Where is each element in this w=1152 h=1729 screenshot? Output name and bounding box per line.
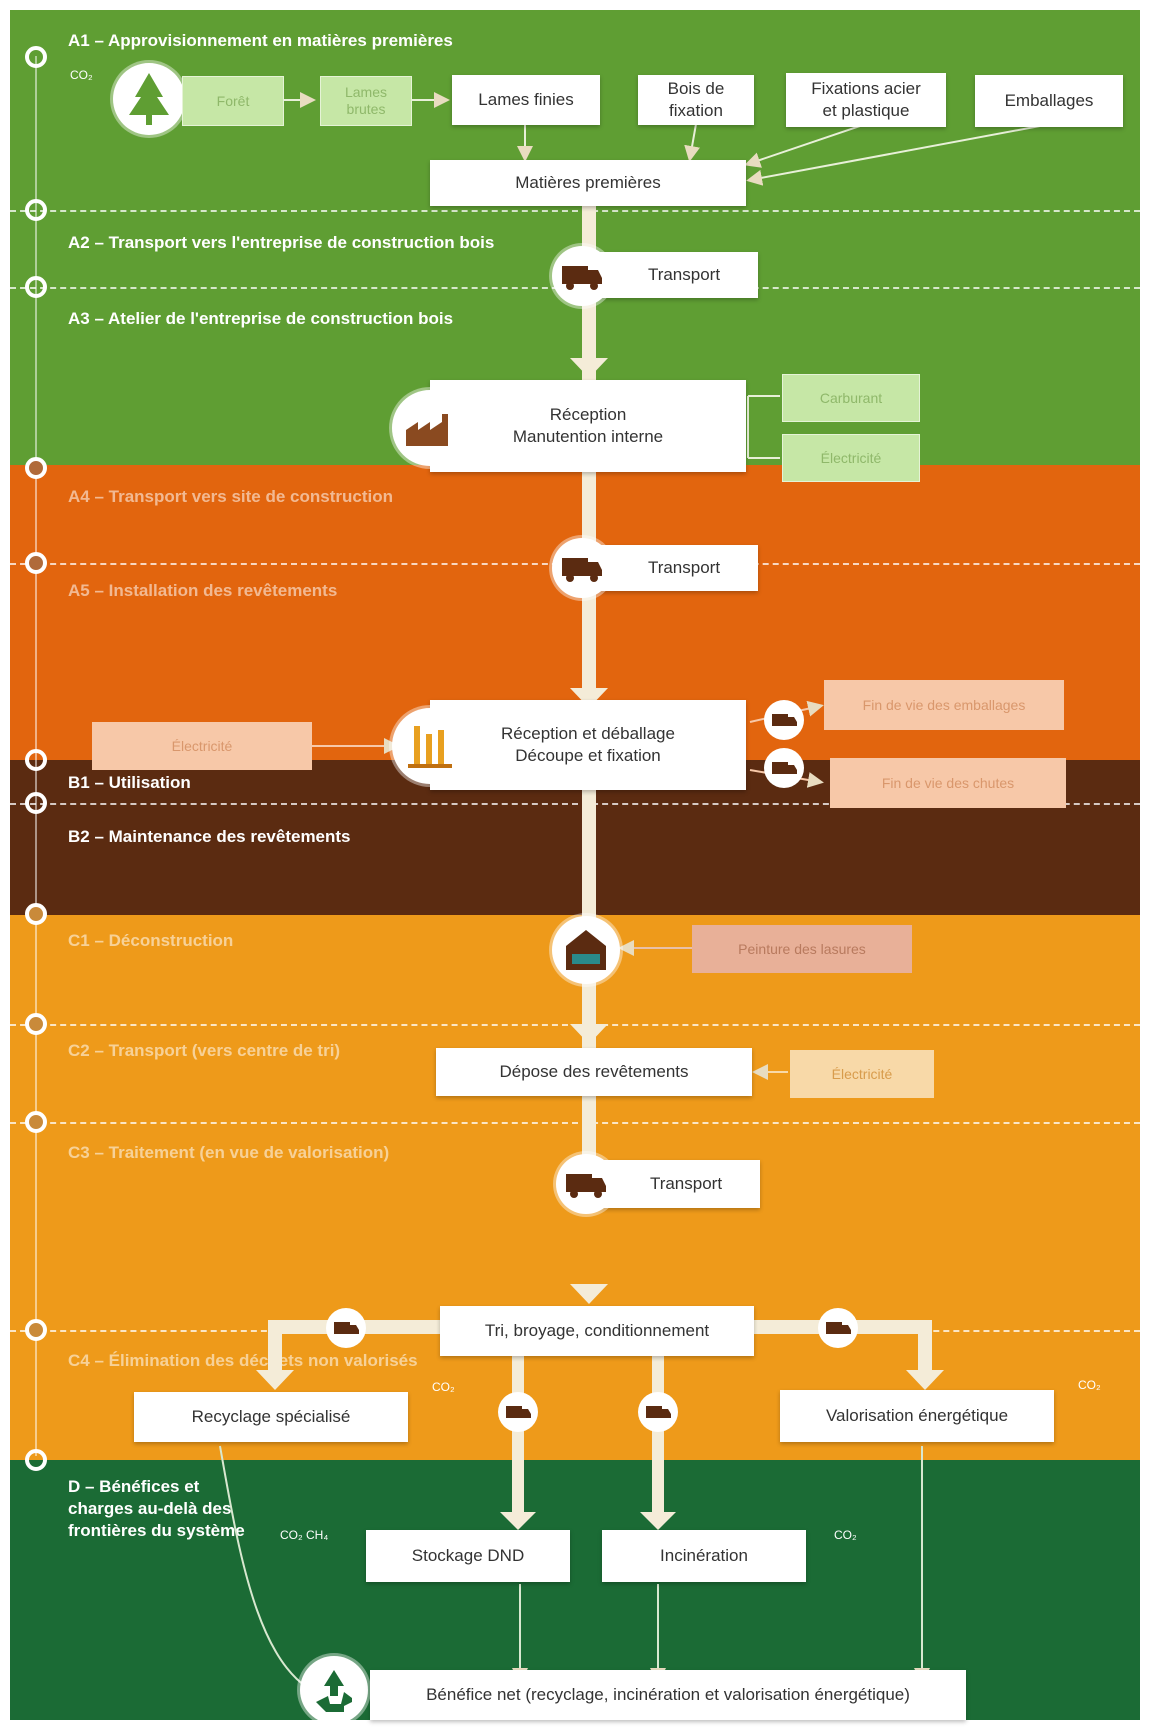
stage-title-a1: A1 – Approvisionnement en matières premi…	[68, 31, 453, 50]
stage-marker-a5	[25, 552, 47, 574]
box-foret: Forêt	[182, 76, 284, 126]
stage-marker-d	[25, 1449, 47, 1471]
arrow-fixations-matieres	[744, 125, 861, 168]
stage-marker-a2	[25, 199, 47, 221]
co2-label-a1: CO₂	[70, 68, 93, 82]
truck-icon	[326, 1308, 366, 1348]
truck-icon	[764, 748, 804, 788]
branch-left-vertical	[268, 1320, 282, 1372]
box-lames-finies: Lames finies	[452, 75, 600, 125]
stage-title-c1: C1 – Déconstruction	[68, 931, 234, 950]
tree-icon	[113, 63, 185, 135]
stage-title-a4: A4 – Transport vers site de construction	[68, 487, 393, 506]
stage-title-a2: A2 – Transport vers l'entreprise de cons…	[68, 233, 495, 252]
co2-ch4-label: CO₂ CH₄	[280, 1528, 329, 1542]
box-carburant: Carburant	[782, 374, 920, 422]
arrow-to-tri	[570, 1284, 608, 1304]
box-fin-chutes: Fin de vie des chutes	[830, 758, 1066, 808]
box-reception-deballage: Réception et déballage Découpe et fixati…	[430, 700, 746, 790]
stage-marker-c2	[25, 1013, 47, 1035]
arrow-to-reception	[570, 358, 608, 378]
factory-icon	[392, 390, 468, 466]
stage-marker-c3	[25, 1111, 47, 1133]
arrow-bois-matieres	[684, 123, 700, 162]
branch-right-vertical	[918, 1320, 932, 1372]
box-transport-a2: Transport	[590, 252, 758, 298]
box-recyclage: Recyclage spécialisé	[134, 1392, 408, 1442]
truck-icon	[498, 1392, 538, 1432]
arrow-to-depose	[570, 1024, 608, 1044]
stage-marker-c4	[25, 1319, 47, 1341]
box-peinture: Peinture des lasures	[692, 925, 912, 973]
truck-icon	[556, 1154, 616, 1214]
box-fin-emballages: Fin de vie des emballages	[824, 680, 1064, 730]
stage-title-c3: C3 – Traitement (en vue de valorisation)	[68, 1143, 390, 1162]
stage-title-a5: A5 – Installation des revêtements	[68, 581, 338, 600]
separator-a1-a2	[10, 210, 1140, 212]
separator-c2-c3	[10, 1122, 1140, 1124]
arrow-to-valorisation	[906, 1370, 944, 1390]
box-electricite-a3: Électricité	[782, 434, 920, 482]
truck-icon	[638, 1392, 678, 1432]
arrow-to-installation	[570, 688, 608, 708]
box-matieres: Matières premières	[430, 160, 746, 206]
arrow-to-incineration	[640, 1512, 676, 1530]
branch-incineration	[652, 1356, 664, 1516]
box-tri: Tri, broyage, conditionnement	[440, 1306, 754, 1356]
stage-marker-b2	[25, 792, 47, 814]
box-bois-fixation: Bois de fixation	[638, 75, 754, 125]
truck-icon	[818, 1308, 858, 1348]
house-icon	[552, 916, 620, 984]
box-transport-c2: Transport	[592, 1160, 760, 1208]
stage-title-b1: B1 – Utilisation	[68, 773, 191, 792]
box-electricite-a5: Électricité	[92, 722, 312, 770]
stage-title-c2: C2 – Transport (vers centre de tri)	[68, 1041, 341, 1060]
stage-title-d: D – Bénéfices et charges au-delà des fro…	[68, 1477, 245, 1540]
stage-marker-b1	[25, 749, 47, 771]
stage-title-b2: B2 – Maintenance des revêtements	[68, 827, 351, 846]
arrow-to-recyclage	[256, 1370, 294, 1390]
stage-marker-c1	[25, 903, 47, 925]
box-transport-a4: Transport	[590, 545, 758, 591]
stage-title-c4: C4 – Élimination des déchets non valoris…	[68, 1351, 418, 1370]
box-reception: Réception Manutention interne	[430, 380, 746, 472]
box-depose: Dépose des revêtements	[436, 1048, 752, 1096]
branch-stockage	[512, 1356, 524, 1516]
truck-icon	[552, 246, 612, 306]
stage-marker-a4	[25, 457, 47, 479]
co2-label-recyclage: CO₂	[432, 1380, 455, 1394]
box-emballages: Emballages	[975, 75, 1123, 127]
separator-b1-b2	[10, 803, 1140, 805]
arrow-to-stockage	[500, 1512, 536, 1530]
box-valorisation: Valorisation énergétique	[780, 1390, 1054, 1442]
box-fixations: Fixations acier et plastique	[786, 73, 946, 127]
recycle-icon	[300, 1656, 368, 1724]
installation-icon	[392, 708, 468, 784]
box-benefice: Bénéfice net (recyclage, incinération et…	[370, 1670, 966, 1720]
stage-marker-a1	[25, 46, 47, 68]
box-incineration: Incinération	[602, 1530, 806, 1582]
box-electricite-c1: Électricité	[790, 1050, 934, 1098]
truck-icon	[764, 700, 804, 740]
stage-marker-a3	[25, 276, 47, 298]
co2-label-incineration: CO₂	[834, 1528, 857, 1542]
co2-label-valorisation: CO₂	[1078, 1378, 1101, 1392]
box-lames-brutes: Lames brutes	[320, 76, 412, 126]
arrow-emballages-matieres	[746, 125, 1041, 186]
box-stockage: Stockage DND	[366, 1530, 570, 1582]
stage-title-a3: A3 – Atelier de l'entreprise de construc…	[68, 309, 454, 328]
truck-icon	[552, 538, 612, 598]
